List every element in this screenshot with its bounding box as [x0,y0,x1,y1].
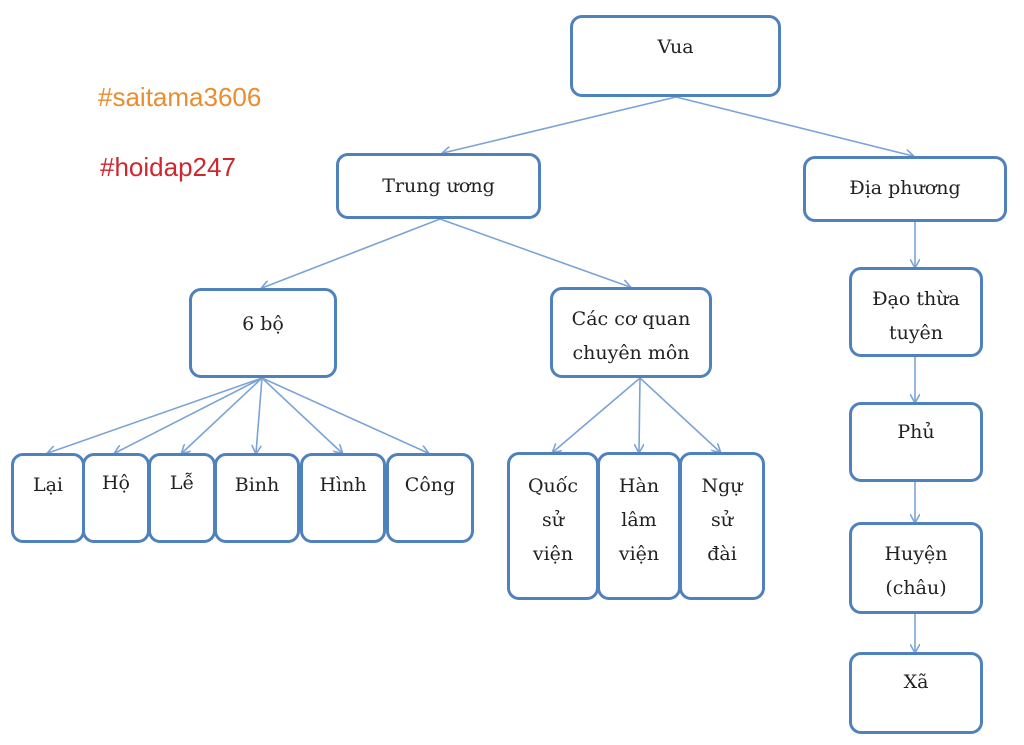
edge-6bo-cong [261,377,428,453]
node-hinh: Hình [300,453,386,543]
node-dia-phuong: Địa phương [803,156,1007,222]
edge-trunguong-coquan [439,218,630,287]
edge-coquan-hanlam [639,377,640,452]
node-vua: Vua [570,15,781,97]
node-6-bo: 6 bộ [189,288,337,378]
edge-6bo-lai [48,377,263,453]
edge-coquan-quocsu [553,377,641,452]
node-lai: Lại [11,453,85,543]
edge-6bo-le [182,377,263,453]
hashtag-hoidap: #hoidap247 [100,152,236,182]
hashtag-saitama: #saitama3606 [98,82,262,112]
edge-6bo-binh [256,377,263,453]
node-han-lam-vien: Hàn lâm viện [597,452,681,600]
node-quoc-su-vien: Quốc sử viện [507,452,599,600]
edge-6bo-hinh [261,377,342,453]
node-phu: Phủ [849,402,983,482]
edge-vua-trunguong [443,96,677,153]
node-cong: Công [386,453,474,543]
edge-vua-diaphuong [675,96,913,156]
node-huyen-chau: Huyện (châu) [849,522,983,614]
node-ho: Hộ [82,453,150,543]
edge-coquan-nguwsu [639,377,720,452]
edge-trunguong-6bo [262,218,441,288]
node-xa: Xã [849,652,983,734]
edge-6bo-ho [115,377,263,453]
node-le: Lễ [148,453,216,543]
node-trung-uong: Trung ương [336,153,541,219]
node-ngu-su-dai: Ngự sử đài [679,452,765,600]
node-dao-thua-tuyen: Đạo thừa tuyên [849,267,983,357]
node-binh: Binh [214,453,300,543]
node-cac-co-quan-chuyen-mon: Các cơ quan chuyên môn [550,287,712,378]
